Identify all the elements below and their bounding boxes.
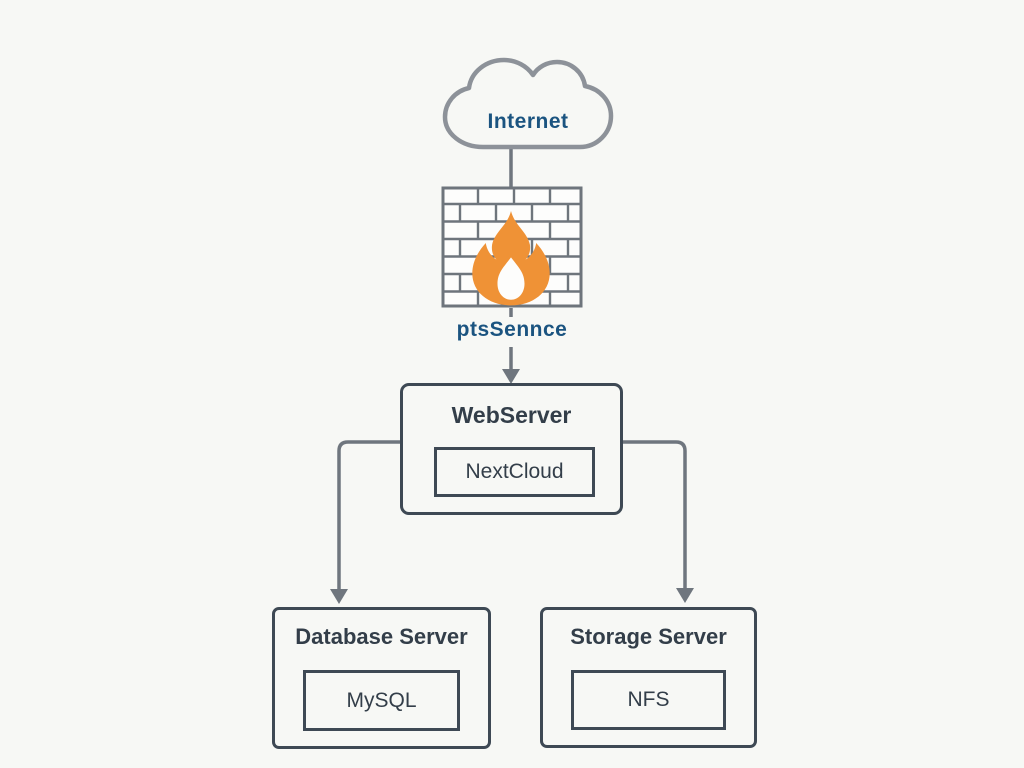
flame-icon <box>472 211 550 306</box>
nfs-component: NFS <box>571 670 726 730</box>
nfs-label: NFS <box>627 688 670 711</box>
mysql-label: MySQL <box>346 688 417 712</box>
storage-server-node: Storage Server NFS <box>540 607 757 748</box>
database-server-title: Database Server <box>295 624 468 649</box>
internet-label: Internet <box>487 110 569 133</box>
cloud-icon <box>442 57 614 150</box>
firewall-node <box>440 185 584 309</box>
database-server-node: Database Server MySQL <box>272 607 491 749</box>
nextcloud-label: NextCloud <box>465 460 564 483</box>
arrowhead-webserver <box>502 369 520 384</box>
arrowhead-storage <box>676 588 694 603</box>
webserver-node: WebServer NextCloud <box>400 383 623 515</box>
arrowhead-database <box>330 589 348 604</box>
edge-webserver-database <box>337 440 400 590</box>
firewall-icon <box>441 186 583 308</box>
firewall-label: ptsSennce <box>456 318 568 341</box>
webserver-title: WebServer <box>451 402 572 428</box>
edge-webserver-storage <box>623 440 687 589</box>
storage-server-title: Storage Server <box>570 624 727 649</box>
internet-node: Internet <box>434 50 622 154</box>
mysql-component: MySQL <box>303 670 460 731</box>
nextcloud-component: NextCloud <box>434 447 595 497</box>
